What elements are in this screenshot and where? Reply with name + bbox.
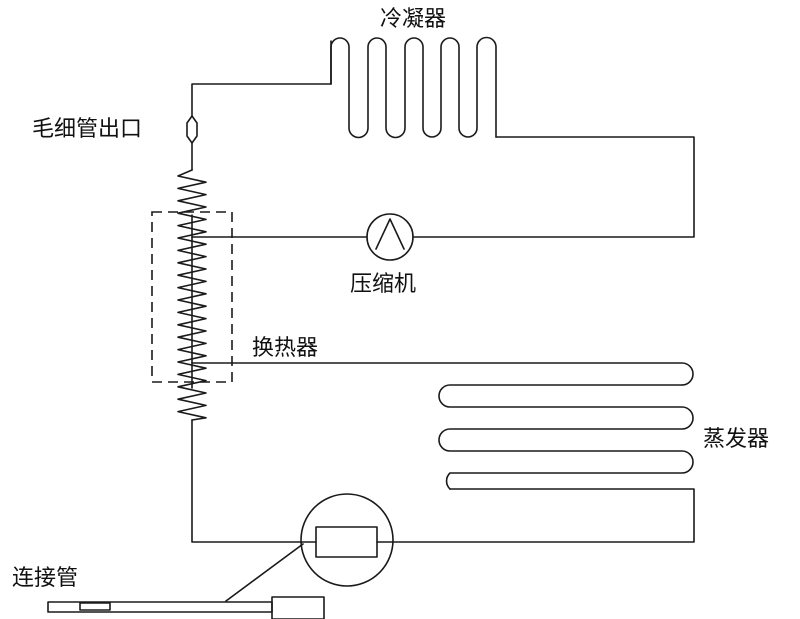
condenser-to-capillary-pipe xyxy=(191,40,332,117)
pipe-to-filter xyxy=(191,419,317,543)
capillary-outlet-fitting xyxy=(186,115,198,144)
condenser-label: 冷凝器 xyxy=(380,7,446,32)
evaporator-return-line xyxy=(376,488,695,543)
filter-circle xyxy=(300,493,394,587)
connecting-pipe-end-cap xyxy=(271,596,325,619)
evaporator-label: 蒸发器 xyxy=(703,427,769,452)
compressor-symbol xyxy=(366,213,414,261)
connecting-pipe-sleeve xyxy=(79,602,111,611)
connecting-pipe-branch xyxy=(225,543,304,602)
compressor-triangle-icon xyxy=(375,218,405,250)
heat-exchanger-label: 换热器 xyxy=(252,336,318,361)
compressor-label: 压缩机 xyxy=(350,272,416,297)
capillary-outlet-label: 毛细管出口 xyxy=(32,117,142,142)
discharge-line xyxy=(412,136,695,238)
condenser-coil xyxy=(330,36,497,139)
connecting-pipe-label: 连接管 xyxy=(12,566,78,591)
heat-exchanger-box xyxy=(151,211,233,383)
evaporator-coil xyxy=(438,384,694,490)
filter-element xyxy=(315,526,378,558)
pipe-to-evaporator xyxy=(191,362,694,386)
